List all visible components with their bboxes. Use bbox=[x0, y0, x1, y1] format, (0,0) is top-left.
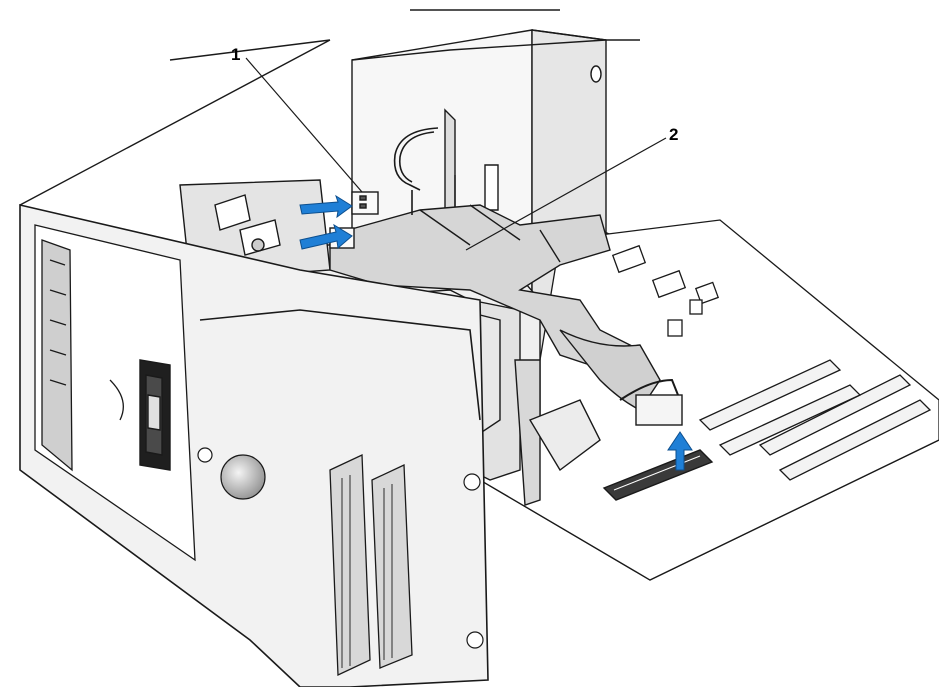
power-cable bbox=[393, 127, 439, 215]
callout-2-label: 2 bbox=[669, 125, 679, 144]
arrow-icon bbox=[299, 223, 353, 250]
callout-1-label: 1 bbox=[231, 45, 241, 64]
power-connector bbox=[351, 191, 379, 215]
callout-2-leader bbox=[465, 137, 667, 251]
power-button bbox=[220, 454, 266, 500]
motherboard-floppy-connector bbox=[602, 394, 714, 501]
floppy-data-cable bbox=[329, 204, 681, 411]
bezel-screw bbox=[197, 447, 213, 463]
callout-1-leader bbox=[245, 57, 363, 193]
arrow-icon bbox=[667, 431, 693, 471]
bezel-screw bbox=[463, 473, 481, 491]
arrow-icon bbox=[299, 194, 353, 219]
floppy-slot bbox=[139, 359, 171, 471]
motherboard bbox=[479, 219, 939, 581]
bezel-vent bbox=[329, 453, 413, 677]
fan-grill bbox=[34, 224, 196, 562]
bezel-screw bbox=[466, 631, 484, 649]
